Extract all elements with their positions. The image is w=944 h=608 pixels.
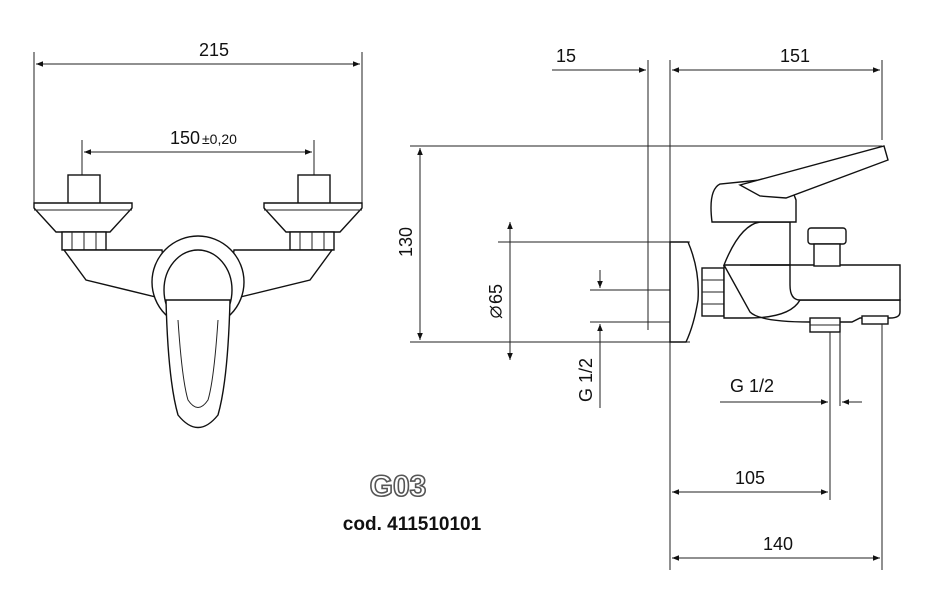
model-code: cod. 411510101	[343, 514, 482, 535]
dim-depth: 151	[780, 46, 810, 66]
dim-wall-offset: 15	[556, 46, 576, 66]
dim-rosette-diameter: 65	[486, 284, 506, 304]
dim-spout-offset: 105	[735, 468, 765, 488]
mixer-body-side	[723, 264, 901, 323]
dim-spout-length: 140	[763, 534, 793, 554]
handle-front	[165, 299, 231, 429]
side-view: 15 151 130 65 G 1/2	[396, 46, 901, 570]
dim-inlet-spacing: 150	[170, 128, 200, 148]
wall-rosette	[669, 241, 699, 343]
dim-height: 130	[396, 227, 416, 257]
lever-side	[738, 145, 889, 199]
front-view: 215 150 ±0,20	[33, 40, 363, 429]
dim-outlet-thread: G 1/2	[730, 376, 774, 396]
left-inlet	[33, 174, 133, 251]
model-name: G03	[370, 470, 427, 503]
right-inlet	[263, 174, 363, 251]
dim-overall-width: 215	[199, 40, 229, 60]
dim-inlet-tolerance: ±0,20	[202, 131, 237, 147]
dim-inlet-thread: G 1/2	[576, 358, 596, 402]
